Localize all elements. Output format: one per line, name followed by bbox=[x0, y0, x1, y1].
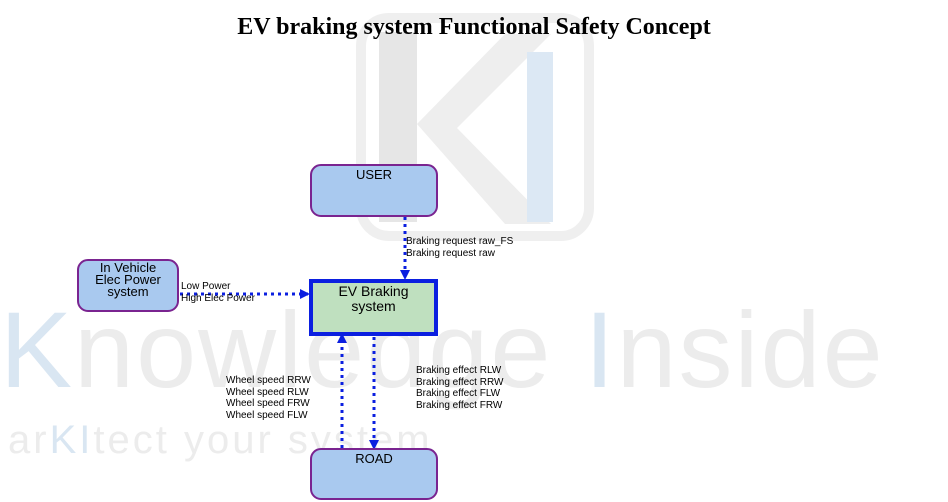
node-in-vehicle-elec-power: In Vehicle Elec Power system bbox=[77, 259, 179, 312]
flow-label-power-to-ev: Low Power High Elec Power bbox=[181, 281, 255, 304]
flow-label-user-to-ev: Braking request raw_FS Braking request r… bbox=[406, 236, 514, 259]
flow-label-road-to-ev: Wheel speed RRW Wheel speed RLW Wheel sp… bbox=[226, 375, 311, 421]
node-road: ROAD bbox=[310, 448, 438, 500]
node-ev-braking-system: EV Braking system bbox=[309, 279, 438, 336]
node-user: USER bbox=[310, 164, 438, 217]
diagram-title: EV braking system Functional Safety Conc… bbox=[237, 14, 711, 40]
flow-label-ev-to-road: Braking effect RLW Braking effect RRW Br… bbox=[416, 365, 504, 411]
